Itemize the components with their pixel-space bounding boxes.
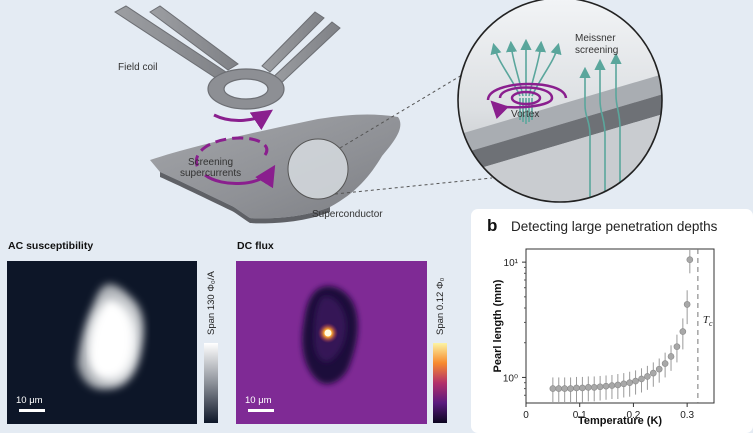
- data-point: [667, 353, 675, 360]
- superconductor-label: Superconductor: [312, 209, 383, 220]
- data-point: [655, 365, 663, 373]
- x-tick-label: 0.3: [680, 410, 694, 421]
- data-point: [614, 381, 622, 389]
- data-point: [638, 375, 645, 383]
- data-point: [661, 360, 669, 367]
- screening-label: Screening: [188, 157, 234, 168]
- data-point: [626, 379, 633, 386]
- dc-scale-bar-label: 10 μm: [245, 395, 272, 406]
- y-tick-label: 10¹: [504, 258, 519, 269]
- data-point: [590, 384, 598, 391]
- ac-susceptibility-title: AC susceptibility: [8, 240, 94, 252]
- data-point: [585, 384, 592, 391]
- data-point: [596, 383, 604, 391]
- data-point: [555, 385, 563, 392]
- panel-b-title: Detecting large penetration depths: [511, 219, 718, 234]
- data-point: [567, 385, 574, 392]
- ac-colorbar-label: Span 130 Φ₀/A: [206, 271, 217, 335]
- dc-flux-title: DC flux: [237, 240, 274, 252]
- ac-susceptibility-image: [7, 261, 197, 424]
- data-point: [579, 384, 586, 392]
- meissner-screening-label: screening: [575, 45, 619, 56]
- data-point: [573, 384, 580, 392]
- data-point: [561, 385, 568, 392]
- data-point: [602, 382, 610, 390]
- vortex-label: Vortex: [511, 109, 540, 120]
- data-point: [686, 256, 694, 263]
- y-axis-label: Pearl length (mm): [492, 279, 504, 372]
- data-point: [673, 343, 681, 350]
- ac-colorbar: [204, 343, 218, 423]
- field-coil-probe: [114, 5, 341, 110]
- plot-frame: [525, 248, 715, 404]
- supercurrents-label: supercurrents: [180, 168, 242, 179]
- dc-flux-image: [236, 261, 427, 424]
- data-point: [679, 328, 687, 335]
- dc-colorbar: [433, 343, 447, 423]
- pearl-length-chart: 0 0.1 0.2 0.3 10⁰ 10¹ Tc Temperature (K) Pear…: [492, 248, 715, 427]
- zoom-region-circle: [287, 138, 349, 200]
- x-axis-label: Temperature (K): [578, 415, 662, 427]
- panel-b-letter: b: [487, 216, 498, 235]
- data-point: [683, 301, 691, 308]
- data-point: [644, 373, 651, 380]
- data-point: [549, 385, 557, 392]
- data-point: [650, 369, 657, 377]
- ac-scale-bar-label: 10 μm: [16, 395, 43, 406]
- dc-colorbar-label: Span 0.12 Φ₀: [435, 277, 446, 335]
- screening-supercurrent-loop: [194, 136, 276, 189]
- magnified-view: [457, 0, 663, 203]
- data-point: [632, 377, 639, 385]
- data-point: [608, 382, 616, 389]
- x-tick-label: 0.1: [573, 410, 587, 421]
- tc-label: Tc: [703, 314, 713, 328]
- x-tick-label: 0.2: [626, 410, 640, 421]
- field-coil-label: Field coil: [118, 62, 158, 73]
- y-tick-label: 10⁰: [503, 373, 518, 384]
- data-point: [620, 380, 628, 388]
- x-tick-label: 0: [523, 410, 529, 421]
- meissner-label: Meissner: [575, 33, 616, 44]
- coil-current-arrow: [213, 109, 273, 131]
